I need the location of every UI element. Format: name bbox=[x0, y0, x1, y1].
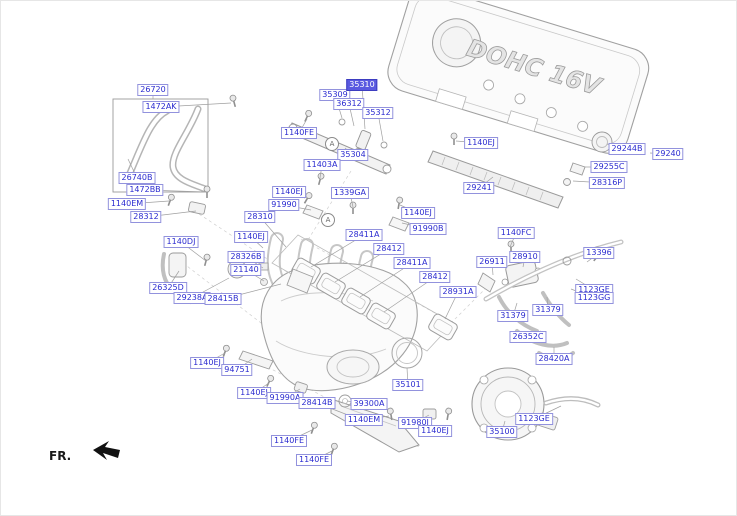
part-label-11403a[interactable]: 11403A bbox=[303, 159, 341, 171]
part-label-28420a[interactable]: 28420A bbox=[535, 353, 573, 365]
part-label-26720[interactable]: 26720 bbox=[137, 84, 169, 96]
part-label-1140ej[interactable]: 1140EJ bbox=[234, 231, 268, 243]
part-label-35312[interactable]: 35312 bbox=[362, 107, 394, 119]
part-label-21140[interactable]: 21140 bbox=[230, 264, 262, 276]
part-label-91990b[interactable]: 91990B bbox=[409, 223, 447, 235]
runner-gaskets-drawing bbox=[271, 234, 460, 352]
part-label-28910[interactable]: 28910 bbox=[509, 251, 541, 263]
part-label-1140ej[interactable]: 1140EJ bbox=[190, 357, 224, 369]
part-label-1140fc[interactable]: 1140FC bbox=[497, 227, 535, 239]
part-label-28412[interactable]: 28412 bbox=[373, 243, 405, 255]
part-label-1123ge[interactable]: 1123GE bbox=[515, 413, 553, 425]
part-label-31379[interactable]: 31379 bbox=[532, 304, 564, 316]
part-label-28316p[interactable]: 28316P bbox=[588, 177, 626, 189]
part-label-28411a[interactable]: 28411A bbox=[393, 257, 431, 269]
part-label-1123gg[interactable]: 1123GG bbox=[574, 292, 614, 304]
part-label-28415b[interactable]: 28415B bbox=[204, 293, 242, 305]
part-label-35100[interactable]: 35100 bbox=[486, 426, 518, 438]
circle-a-marker: A bbox=[321, 213, 335, 227]
part-label-1140ej[interactable]: 1140EJ bbox=[272, 186, 306, 198]
part-label-29238a[interactable]: 29238A bbox=[173, 292, 211, 304]
part-label-1140ej[interactable]: 1140EJ bbox=[418, 425, 452, 437]
part-label-1140fe[interactable]: 1140FE bbox=[280, 127, 318, 139]
part-label-13396[interactable]: 13396 bbox=[583, 247, 615, 259]
part-label-29244b[interactable]: 29244B bbox=[608, 143, 646, 155]
part-label-26352c[interactable]: 26352C bbox=[509, 331, 547, 343]
part-label-26911[interactable]: 26911 bbox=[476, 256, 508, 268]
cover-bracket-beam-drawing bbox=[427, 150, 564, 209]
part-label-29255c[interactable]: 29255C bbox=[590, 161, 628, 173]
fr-orientation-label: FR. bbox=[49, 449, 72, 463]
part-label-1339ga[interactable]: 1339GA bbox=[330, 187, 370, 199]
engine-cover-drawing: DOHC 16V bbox=[387, 1, 650, 154]
part-label-1140fe[interactable]: 1140FE bbox=[295, 454, 333, 466]
part-label-31379[interactable]: 31379 bbox=[497, 310, 529, 322]
fr-arrow-icon bbox=[93, 441, 120, 460]
cover-mount-parts-drawing bbox=[563, 131, 613, 186]
breather-hose-box-drawing bbox=[112, 98, 209, 193]
part-label-26325d[interactable]: 26325D bbox=[149, 282, 187, 294]
part-label-1140ej[interactable]: 1140EJ bbox=[401, 207, 435, 219]
part-label-29240[interactable]: 29240 bbox=[652, 148, 684, 160]
part-label-1472ak[interactable]: 1472AK bbox=[142, 101, 180, 113]
part-label-28412[interactable]: 28412 bbox=[419, 271, 451, 283]
part-label-28414b[interactable]: 28414B bbox=[298, 397, 336, 409]
circle-a-marker: A bbox=[325, 137, 339, 151]
part-label-91990[interactable]: 91990 bbox=[268, 199, 300, 211]
part-label-1472bb[interactable]: 1472BB bbox=[126, 184, 164, 196]
part-label-29241[interactable]: 29241 bbox=[463, 182, 495, 194]
part-label-28326b[interactable]: 28326B bbox=[227, 251, 265, 263]
part-label-1140em[interactable]: 1140EM bbox=[344, 414, 384, 426]
part-label-28411a[interactable]: 28411A bbox=[345, 229, 383, 241]
part-label-35310[interactable]: 35310 bbox=[346, 79, 378, 91]
part-label-28931a[interactable]: 28931A bbox=[439, 286, 477, 298]
part-label-35304[interactable]: 35304 bbox=[337, 149, 369, 161]
part-label-28310[interactable]: 28310 bbox=[244, 211, 276, 223]
part-label-1140fe[interactable]: 1140FE bbox=[270, 435, 308, 447]
part-label-1140em[interactable]: 1140EM bbox=[107, 198, 147, 210]
part-label-39300a[interactable]: 39300A bbox=[350, 398, 388, 410]
part-label-1140ej[interactable]: 1140EJ bbox=[464, 137, 498, 149]
part-label-36312[interactable]: 36312 bbox=[333, 98, 365, 110]
part-label-35101[interactable]: 35101 bbox=[392, 379, 424, 391]
part-label-28312[interactable]: 28312 bbox=[130, 211, 162, 223]
part-label-26740b[interactable]: 26740B bbox=[118, 172, 156, 184]
part-label-94751[interactable]: 94751 bbox=[221, 364, 253, 376]
part-label-1140dj[interactable]: 1140DJ bbox=[163, 236, 199, 248]
